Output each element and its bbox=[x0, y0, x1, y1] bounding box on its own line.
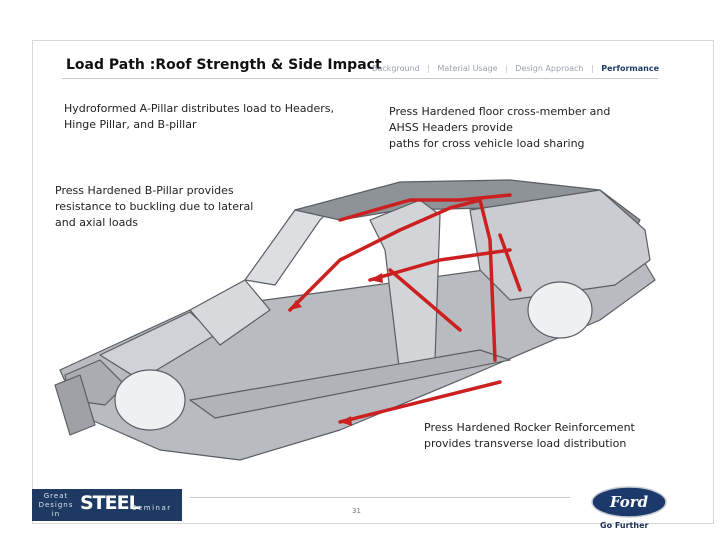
load-path-a-pillar bbox=[288, 206, 452, 312]
page-number: 31 bbox=[352, 507, 361, 515]
logo-seminar: Seminar bbox=[132, 504, 172, 512]
callout-rocker-reinforcement: Press Hardened Rocker Reinforcement prov… bbox=[424, 420, 684, 452]
car-body-structure bbox=[54, 179, 656, 461]
ford-wordmark: Ford bbox=[609, 493, 649, 511]
load-path-rocker bbox=[338, 380, 502, 424]
callout-line: provides transverse load distribution bbox=[424, 437, 627, 450]
callout-line: resistance to buckling due to lateral bbox=[55, 200, 254, 213]
arrow-icon bbox=[290, 300, 302, 310]
logo-word: Great bbox=[43, 492, 69, 500]
callout-a-pillar: Hydroformed A-Pillar distributes load to… bbox=[64, 101, 354, 133]
callout-line: Hydroformed A-Pillar distributes load to… bbox=[64, 102, 334, 115]
arrow-icon bbox=[370, 273, 383, 283]
arrow-icon bbox=[340, 416, 352, 426]
callout-line: Press Hardened floor cross-member and bbox=[389, 105, 611, 118]
section-nav: Background | Material Usage | Design App… bbox=[372, 64, 659, 73]
callout-floor-cross-member: Press Hardened floor cross-member and AH… bbox=[389, 104, 689, 152]
load-path-roof-header bbox=[338, 198, 462, 222]
callout-line: paths for cross vehicle load sharing bbox=[389, 137, 585, 150]
load-direction-arrows bbox=[290, 273, 383, 426]
load-path-rear-rail bbox=[498, 233, 522, 292]
load-path-header-rear bbox=[458, 193, 512, 202]
nav-item-performance[interactable]: Performance bbox=[601, 64, 660, 73]
callout-line: Hinge Pillar, and B-pillar bbox=[64, 118, 197, 131]
callout-line: Press Hardened Rocker Reinforcement bbox=[424, 421, 635, 434]
nav-item-material-usage[interactable]: Material Usage bbox=[437, 64, 498, 73]
callout-line: Press Hardened B-Pillar provides bbox=[55, 184, 234, 197]
load-path-b-pillar bbox=[448, 198, 497, 362]
body-in-white-illustration bbox=[54, 179, 656, 461]
nav-item-design-approach[interactable]: Design Approach bbox=[515, 64, 584, 73]
title-divider bbox=[62, 78, 658, 79]
logo-words: Great Designs in bbox=[36, 492, 76, 519]
footer-divider bbox=[190, 497, 570, 498]
callout-line: AHSS Headers provide bbox=[389, 121, 513, 134]
nav-separator: | bbox=[591, 64, 594, 73]
nav-separator: | bbox=[505, 64, 508, 73]
ford-tagline: Go Further bbox=[600, 521, 649, 530]
load-path-lines bbox=[288, 193, 522, 424]
great-designs-in-steel-logo: Great Designs in STEEL Seminar bbox=[32, 489, 182, 521]
slide-title: Load Path :Roof Strength & Side Impact bbox=[66, 57, 382, 73]
logo-word: Designs bbox=[38, 501, 74, 509]
callout-line: and axial loads bbox=[55, 216, 139, 229]
callout-b-pillar: Press Hardened B-Pillar provides resista… bbox=[55, 183, 285, 231]
load-path-diagonal bbox=[388, 268, 462, 332]
ford-logo: Ford bbox=[591, 486, 667, 518]
nav-item-background[interactable]: Background bbox=[372, 64, 420, 73]
nav-separator: | bbox=[427, 64, 430, 73]
logo-steel: STEEL bbox=[80, 492, 141, 514]
logo-word: in bbox=[51, 510, 61, 518]
